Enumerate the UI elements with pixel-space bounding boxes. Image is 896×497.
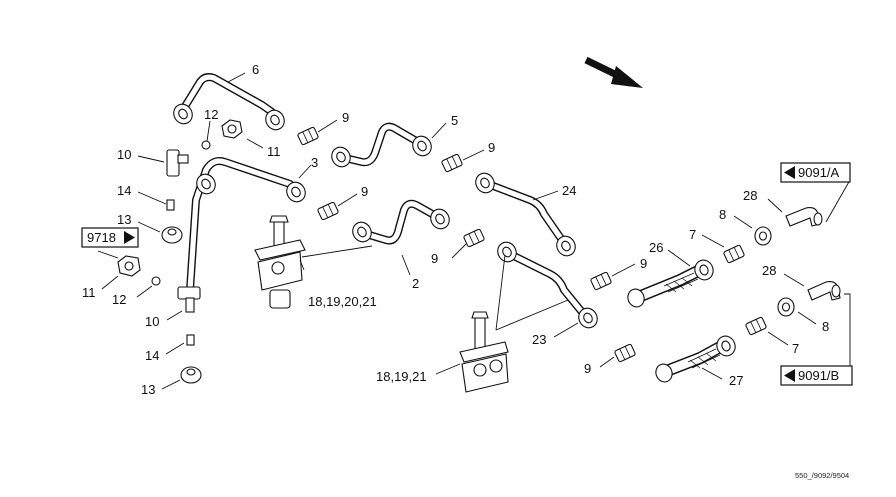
- callout-14: 14: [145, 348, 159, 363]
- callout-18-19-20-21: 18,19,20,21: [308, 294, 377, 309]
- callout-18-19-21: 18,19,21: [376, 369, 427, 384]
- pipe-6: [173, 73, 285, 131]
- callout-28: 28: [743, 188, 757, 203]
- callout-26: 26: [649, 240, 663, 255]
- fittings-9: [297, 126, 636, 363]
- hose-27: [655, 335, 736, 383]
- callout-8: 8: [822, 319, 829, 334]
- drawing-code: 550_/9092/9504: [795, 471, 849, 480]
- callout-7: 7: [689, 227, 696, 242]
- callout-7: 7: [792, 341, 799, 356]
- callout-3: 3: [311, 155, 318, 170]
- clamp-assembly-upper: [254, 215, 306, 309]
- callout-6: 6: [252, 62, 259, 77]
- ref-9091a-label: 9091/A: [798, 165, 840, 180]
- clamp-assembly-lower: [459, 311, 509, 393]
- callout-10: 10: [145, 314, 159, 329]
- callout-12: 12: [112, 292, 126, 307]
- left-fittings-lower: [117, 255, 202, 384]
- ref-box-9091a[interactable]: 9091/A: [780, 162, 851, 183]
- hose-26: [627, 259, 714, 308]
- callout-8: 8: [719, 207, 726, 222]
- callout-24: 24: [562, 183, 576, 198]
- pipe-3: [186, 157, 306, 294]
- callout-13: 13: [141, 382, 155, 397]
- callout-9: 9: [488, 140, 495, 155]
- callout-10: 10: [117, 147, 131, 162]
- ref-box-9718[interactable]: 9718: [81, 227, 139, 248]
- arrow-left-icon: [784, 369, 795, 382]
- elbows-28: [785, 207, 841, 301]
- pipe-24: [475, 172, 576, 257]
- callout-9: 9: [640, 256, 647, 271]
- pipe-23: [497, 241, 598, 329]
- callout-28: 28: [762, 263, 776, 278]
- arrow-left-icon: [784, 166, 795, 179]
- pipe-2: [352, 199, 450, 245]
- callout-11: 11: [267, 144, 281, 159]
- ref-box-9091b[interactable]: 9091/B: [780, 365, 853, 386]
- callout-13: 13: [117, 212, 131, 227]
- flow-direction-arrow: [584, 56, 643, 88]
- callout-9: 9: [431, 251, 438, 266]
- left-fittings-upper: [161, 119, 243, 244]
- callout-27: 27: [729, 373, 743, 388]
- callout-9: 9: [342, 110, 349, 125]
- fittings-7: [723, 244, 767, 336]
- pipe-5: [331, 122, 432, 168]
- callout-labels: 6 12 11 10 14 13 9 5 9 3 9 24 28 8 7 26 …: [82, 62, 829, 397]
- nuts-8: [754, 226, 795, 317]
- callout-12: 12: [204, 107, 218, 122]
- callout-9: 9: [584, 361, 591, 376]
- ref-9718-label: 9718: [87, 230, 116, 245]
- callout-14: 14: [117, 183, 131, 198]
- leader-lines: [97, 72, 851, 390]
- callout-23: 23: [532, 332, 546, 347]
- callout-5: 5: [451, 113, 458, 128]
- arrow-right-icon: [124, 231, 135, 244]
- ref-9091b-label: 9091/B: [798, 368, 839, 383]
- callout-9: 9: [361, 184, 368, 199]
- callout-2: 2: [412, 276, 419, 291]
- callout-11: 11: [82, 285, 96, 300]
